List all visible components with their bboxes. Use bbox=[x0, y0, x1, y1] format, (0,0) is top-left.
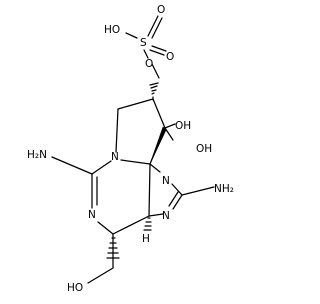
atom-stereo-h: H bbox=[142, 233, 150, 245]
bond-s-o-top-b bbox=[151, 17, 163, 39]
bond-s-o-side-a bbox=[151, 45, 167, 52]
bond-c-oh-oh2 bbox=[164, 127, 174, 141]
hashed-wedge-hydroxymethyl bbox=[106, 237, 120, 259]
atom-sulfonyl-o-side: O bbox=[166, 51, 174, 63]
bond-ring-n-amidine-c bbox=[91, 160, 112, 175]
bond-c-stereo-quat bbox=[148, 163, 151, 217]
bond-ring-n-quat bbox=[120, 159, 151, 165]
bond-s-o-ester bbox=[143, 49, 149, 59]
bond-s-o-top-a bbox=[147, 15, 159, 37]
atom-oh-1: OH bbox=[175, 120, 191, 132]
atom-imidazole-n-top: N bbox=[162, 175, 170, 187]
bond-s-o-side-b bbox=[149, 49, 165, 56]
bonds bbox=[51, 15, 215, 284]
atom-sulfur: S bbox=[140, 37, 147, 49]
atom-labels: HO S O O O N H₂N N OH OH N NH₂ N H HO bbox=[27, 4, 234, 294]
solid-wedge-quat bbox=[149, 126, 167, 165]
bond-c-ester-c-oh bbox=[152, 98, 166, 129]
atom-amidine-n-left: N bbox=[88, 209, 96, 221]
bond-c-oh-oh1 bbox=[164, 123, 176, 129]
bond-ch2-oh bbox=[87, 267, 114, 284]
bond-ch2-ring-n bbox=[115, 108, 119, 153]
atom-amino-right: NH₂ bbox=[214, 183, 234, 195]
stereo-bonds bbox=[106, 82, 167, 259]
atom-hydroxymethyl-oh: HO bbox=[67, 282, 83, 294]
atom-oh-2: OH bbox=[196, 143, 212, 155]
bond-n-top-c-amidine bbox=[171, 183, 183, 196]
atom-imidazole-n-bottom: N bbox=[162, 210, 170, 222]
atom-ester-o: O bbox=[145, 58, 153, 70]
chemical-structure: HO S O O O N H₂N N OH OH N NH₂ N H HO bbox=[27, 4, 234, 294]
bond-c-amidine-n-bottom-a bbox=[172, 194, 183, 210]
bond-n-c-bottom bbox=[97, 221, 114, 235]
hashed-wedge-ester bbox=[149, 82, 159, 101]
atom-sulfonyl-o-top: O bbox=[157, 4, 165, 16]
atom-amino-left: H₂N bbox=[27, 149, 47, 161]
bond-o-ester-down bbox=[151, 63, 160, 79]
bond-c-amidine-nh2 bbox=[181, 186, 215, 196]
bond-amidine-c-amino bbox=[51, 156, 93, 175]
atom-ring-n: N bbox=[111, 151, 119, 163]
bond-quat-n-top bbox=[149, 163, 161, 173]
bond-ho-s bbox=[125, 32, 138, 39]
bond-n-bottom-c-stereo bbox=[148, 213, 164, 217]
bond-c-amidine-n-bottom-b bbox=[168, 191, 179, 207]
bond-c-bottom-c-stereo bbox=[112, 215, 150, 235]
hashed-wedge-stereo-h bbox=[143, 217, 152, 231]
bond-c-ester-ch2 bbox=[117, 98, 154, 110]
atom-sulfate-oh: HO bbox=[104, 24, 120, 36]
